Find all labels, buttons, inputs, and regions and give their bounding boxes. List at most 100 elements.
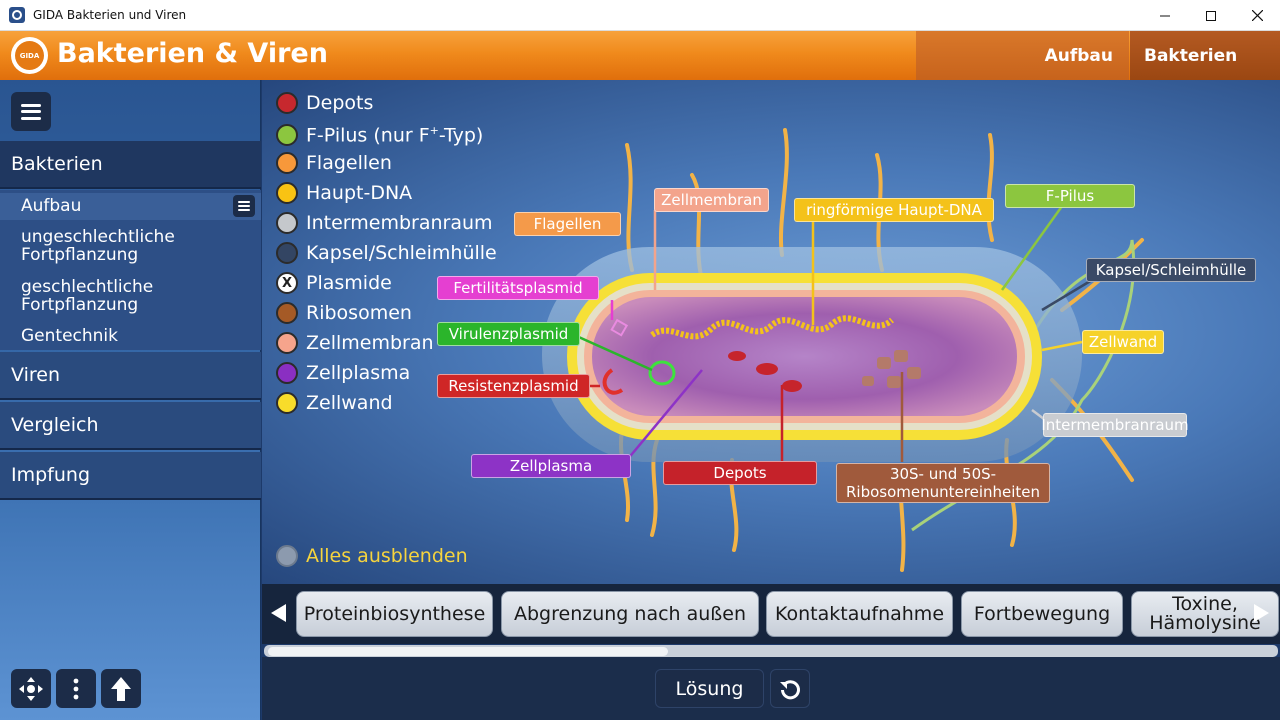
legend-label: Zellplasma xyxy=(306,362,411,384)
legend-dot xyxy=(276,545,298,567)
hamburger-icon xyxy=(21,103,41,120)
depot xyxy=(756,363,778,375)
tab-kontaktaufnahme[interactable]: Kontaktaufnahme xyxy=(766,591,953,637)
legend-item-zellwand[interactable]: Zellwand xyxy=(276,390,506,416)
solution-button[interactable]: Lösung xyxy=(655,669,764,708)
legend-dot xyxy=(276,152,298,174)
breadcrumb-bakterien[interactable]: Bakterien xyxy=(1130,31,1280,80)
maximize-button[interactable] xyxy=(1188,0,1234,31)
diagram-stage xyxy=(262,80,1280,584)
ribosomes xyxy=(862,350,921,388)
app-icon xyxy=(9,7,25,23)
leader-lines xyxy=(562,194,1093,462)
main-dna xyxy=(650,315,895,340)
legend-dot xyxy=(276,362,298,384)
gida-logo: GIDA xyxy=(11,37,48,74)
label-f-pilus[interactable]: F-Pilus xyxy=(1005,184,1135,208)
label-zellplasma[interactable]: Zellplasma xyxy=(471,454,631,478)
legend-dot xyxy=(276,182,298,204)
legend-item-zellplasma[interactable]: Zellplasma xyxy=(276,360,506,386)
scrollbar-thumb[interactable] xyxy=(268,647,668,656)
sidebar-item-gentechnik[interactable]: Gentechnik xyxy=(21,326,118,346)
more-vertical-icon xyxy=(73,678,79,699)
resistance-plasmid xyxy=(602,368,624,395)
window-title: GIDA Bakterien und Viren xyxy=(33,8,187,22)
reset-icon xyxy=(780,679,800,699)
minimize-icon xyxy=(1160,15,1170,16)
reset-button[interactable] xyxy=(770,669,810,708)
legend-dot xyxy=(276,332,298,354)
close-icon xyxy=(1251,10,1263,21)
label-ribosomen[interactable]: 30S- und 50S- Ribosomenuntereinheiten xyxy=(836,463,1050,503)
legend-item-flagellen[interactable]: Flagellen xyxy=(276,150,506,176)
label-zellmembran[interactable]: Zellmembran xyxy=(654,188,769,212)
legend-dot xyxy=(276,302,298,324)
sidebar-section-vergleich[interactable]: Vergleich xyxy=(0,402,261,450)
close-button[interactable] xyxy=(1234,0,1280,31)
legend-dot xyxy=(276,92,298,114)
legend-item-haupt-dna[interactable]: Haupt-DNA xyxy=(276,180,506,206)
legend-label: Intermembranraum xyxy=(306,212,493,234)
legend-dot xyxy=(276,392,298,414)
submenu-button[interactable] xyxy=(233,195,255,217)
depot xyxy=(782,380,802,392)
label-resistenzplasmid[interactable]: Resistenzplasmid xyxy=(437,374,590,398)
legend-item-ribosomen[interactable]: Ribosomen xyxy=(276,300,506,326)
up-button[interactable] xyxy=(101,669,141,708)
label-flagellen[interactable]: Flagellen xyxy=(514,212,621,236)
legend-item-f-pilus[interactable]: F-Pilus (nur F+-Typ) xyxy=(276,122,506,148)
legend-label: Zellwand xyxy=(306,392,393,414)
legend-label: Plasmide xyxy=(306,272,392,294)
legend-item-zellmembran[interactable]: Zellmembran xyxy=(276,330,506,356)
hamburger-icon xyxy=(238,201,250,211)
hide-all-toggle[interactable]: Alles ausblenden xyxy=(276,545,468,567)
label-haupt-dna[interactable]: ringförmige Haupt-DNA xyxy=(794,198,994,222)
label-depots[interactable]: Depots xyxy=(663,461,817,485)
legend-item-depots[interactable]: Depots xyxy=(276,90,506,116)
window-titlebar: GIDA Bakterien und Viren xyxy=(0,0,1280,31)
arrow-up-icon xyxy=(111,676,131,701)
cytoplasm xyxy=(592,297,1017,416)
tab-toxine-haemolysine[interactable]: Toxine, Hämolysine xyxy=(1131,591,1279,637)
label-zellwand[interactable]: Zellwand xyxy=(1082,330,1164,354)
sidebar-section-impfung[interactable]: Impfung xyxy=(0,452,261,500)
sidebar-section-bakterien[interactable]: Bakterien xyxy=(0,141,261,189)
label-kapsel[interactable]: Kapsel/Schleimhülle xyxy=(1086,258,1256,282)
label-virulenzplasmid[interactable]: Virulenzplasmid xyxy=(437,322,580,346)
logo-text: GIDA xyxy=(15,41,44,70)
legend-dot xyxy=(276,124,298,146)
sidebar-item-geschlechtliche-fortpflanzung[interactable]: geschlechtliche Fortpflanzung xyxy=(21,277,154,315)
legend-dot xyxy=(276,212,298,234)
legend-dot-x-mark: X xyxy=(276,272,298,294)
tab-abgrenzung-nach-aussen[interactable]: Abgrenzung nach außen xyxy=(501,591,759,637)
fertility-plasmid xyxy=(610,318,629,337)
legend-item-intermembranraum[interactable]: Intermembranraum xyxy=(276,210,506,236)
scroll-right-arrow-icon[interactable] xyxy=(1254,604,1269,622)
label-fertilitaetsplasmid[interactable]: Fertilitätsplasmid xyxy=(437,276,599,300)
tab-fortbewegung[interactable]: Fortbewegung xyxy=(961,591,1123,637)
legend-item-plasmide[interactable]: X Plasmide xyxy=(276,270,506,296)
bacterium-illustration xyxy=(542,128,1144,572)
depot xyxy=(728,351,746,361)
breadcrumb-aufbau[interactable]: Aufbau xyxy=(916,31,1129,80)
label-intermembranraum[interactable]: Intermembranraum xyxy=(1041,413,1189,437)
legend-item-kapsel[interactable]: Kapsel/Schleimhülle xyxy=(276,240,506,266)
virulence-plasmid xyxy=(648,360,676,386)
legend-label: Haupt-DNA xyxy=(306,182,413,204)
main-menu-button[interactable] xyxy=(11,92,51,131)
more-button[interactable] xyxy=(56,669,96,708)
scroll-left-arrow-icon[interactable] xyxy=(271,604,286,622)
legend-label: Kapsel/Schleimhülle xyxy=(306,242,497,264)
move-button[interactable] xyxy=(11,669,51,708)
minimize-button[interactable] xyxy=(1142,0,1188,31)
legend-label: Depots xyxy=(306,92,374,114)
legend-label: Zellmembran xyxy=(306,332,434,354)
move-icon xyxy=(19,676,43,701)
sidebar-item-ungeschlechtliche-fortpflanzung[interactable]: ungeschlechtliche Fortpflanzung xyxy=(21,227,175,265)
hide-all-label: Alles ausblenden xyxy=(306,545,468,567)
legend-dot xyxy=(276,242,298,264)
legend-label: F-Pilus (nur F+-Typ) xyxy=(306,123,484,147)
sidebar-item-aufbau[interactable]: Aufbau xyxy=(0,193,261,220)
tab-proteinbiosynthese[interactable]: Proteinbiosynthese xyxy=(296,591,493,637)
sidebar-section-viren[interactable]: Viren xyxy=(0,352,261,400)
